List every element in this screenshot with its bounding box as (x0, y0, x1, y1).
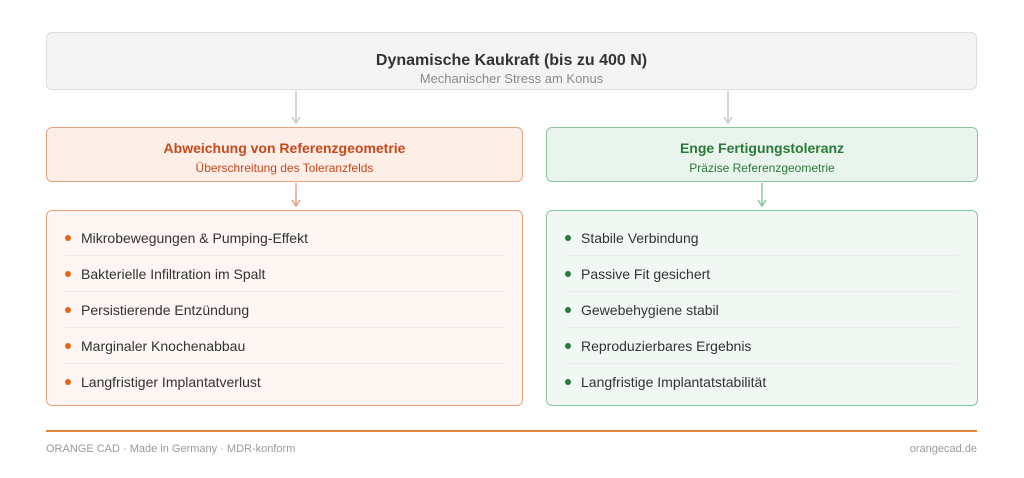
right-list-item-label: Langfristige Implantatstabilität (581, 374, 767, 390)
right-list-item: Passive Fit gesichert (565, 257, 959, 292)
orange-bullet-icon (65, 235, 71, 241)
left-consequence-list: Mikrobewegungen & Pumping-Effekt Bakteri… (46, 210, 523, 406)
arrow-right-head-to-list (757, 183, 767, 208)
footer-credits: ORANGE CAD · Made in Germany · MDR-konfo… (46, 443, 296, 455)
right-list-item: Langfristige Implantatstabilität (565, 365, 959, 399)
arrow-top-to-left (291, 91, 301, 125)
right-benefit-list: Stabile Verbindung Passive Fit gesichert… (546, 210, 978, 406)
green-bullet-icon (565, 271, 571, 277)
left-list-item-label: Persistierende Entzündung (81, 302, 250, 318)
footer-divider (46, 430, 977, 432)
left-list-item-label: Langfristiger Implantatverlust (81, 374, 261, 390)
right-list-item-label: Reproduzierbares Ergebnis (581, 338, 752, 354)
left-list-item-label: Bakterielle Infiltration im Spalt (81, 266, 266, 282)
orange-bullet-icon (65, 307, 71, 313)
left-list-item-label: Marginaler Knochenabbau (81, 338, 246, 354)
green-bullet-icon (565, 379, 571, 385)
left-list-item: Marginaler Knochenabbau (65, 329, 504, 364)
top-node: Dynamische Kaukraft (bis zu 400 N) Mecha… (46, 32, 977, 90)
left-list-item: Persistierende Entzündung (65, 293, 504, 328)
right-header-node: Enge Fertigungstoleranz Präzise Referenz… (546, 127, 978, 182)
right-list-item-label: Passive Fit gesichert (581, 266, 711, 282)
right-list-item: Stabile Verbindung (565, 221, 959, 256)
footer-website: orangecad.de (909, 443, 977, 455)
orange-bullet-icon (65, 271, 71, 277)
arrow-top-to-right (723, 91, 733, 125)
top-node-title: Dynamische Kaukraft (bis zu 400 N) (375, 52, 648, 69)
top-node-subtitle: Mechanischer Stress am Konus (419, 71, 604, 86)
right-list-item: Gewebehygiene stabil (565, 293, 959, 328)
right-header-subtitle: Präzise Referenzgeometrie (689, 161, 835, 175)
arrow-left-head-to-list (291, 183, 301, 208)
left-header-node: Abweichung von Referenzgeometrie Übersch… (46, 127, 523, 182)
left-header-title: Abweichung von Referenzgeometrie (163, 140, 406, 156)
right-list-item-label: Gewebehygiene stabil (581, 302, 719, 318)
green-bullet-icon (565, 307, 571, 313)
right-list-item-label: Stabile Verbindung (581, 230, 699, 246)
right-header-title: Enge Fertigungstoleranz (679, 140, 845, 156)
orange-bullet-icon (65, 343, 71, 349)
left-list-item: Langfristiger Implantatverlust (65, 365, 504, 399)
left-header-subtitle: Überschreitung des Toleranzfelds (195, 161, 374, 175)
left-list-item: Mikrobewegungen & Pumping-Effekt (65, 221, 504, 256)
right-list-item: Reproduzierbares Ergebnis (565, 329, 959, 364)
green-bullet-icon (565, 343, 571, 349)
left-list-item: Bakterielle Infiltration im Spalt (65, 257, 504, 292)
left-list-item-label: Mikrobewegungen & Pumping-Effekt (81, 230, 308, 246)
orange-bullet-icon (65, 379, 71, 385)
green-bullet-icon (565, 235, 571, 241)
